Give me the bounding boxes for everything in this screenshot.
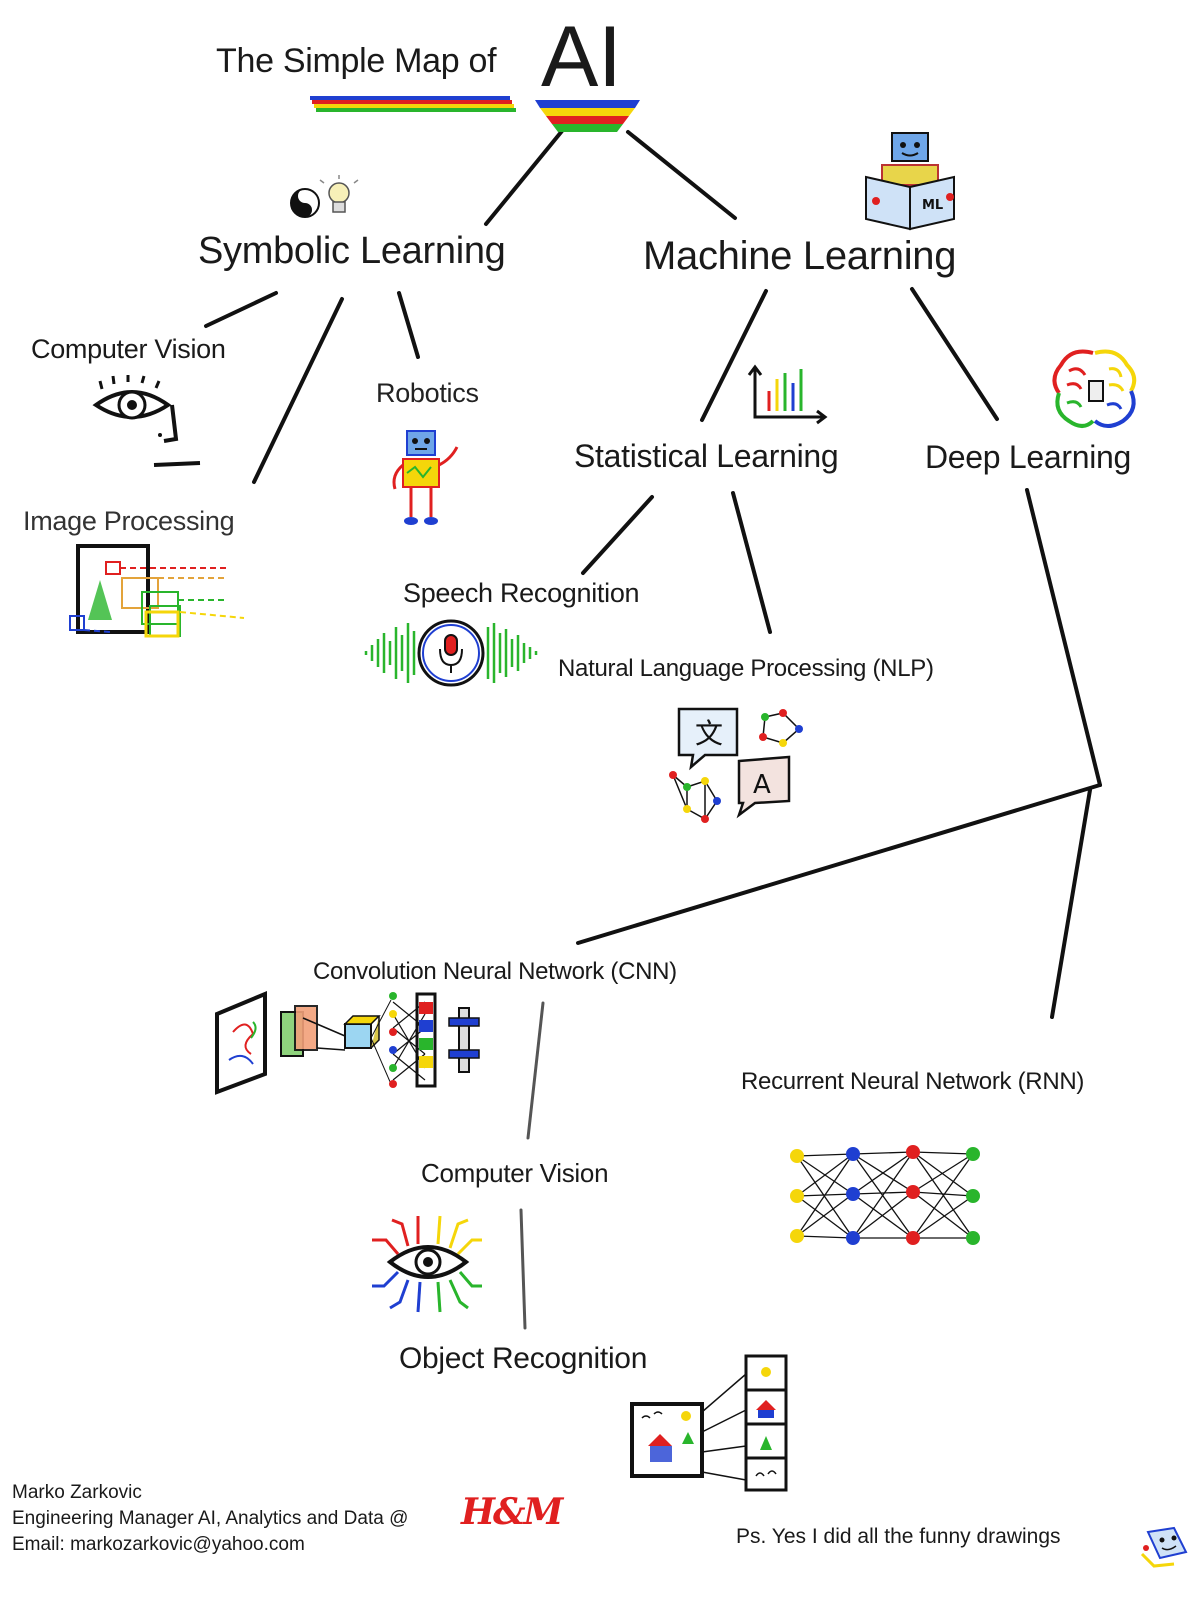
cnn-architecture-icon: [215, 991, 480, 1095]
company-logo-text: H&M: [461, 1491, 563, 1533]
node-nlp: Natural Language Processing (NLP): [558, 655, 934, 682]
colored-brain-icon: [1052, 349, 1137, 428]
neural-network-icon: [790, 1145, 980, 1245]
title-main: AI: [541, 9, 622, 105]
edge-symbolic-cv: [204, 291, 278, 328]
ml-book-label: ML: [922, 198, 943, 213]
node-robotics: Robotics: [376, 378, 479, 408]
edge-stat-nlp: [731, 491, 772, 634]
microphone-soundwave-icon: [364, 619, 538, 687]
node-machine-learning: Machine Learning: [643, 234, 957, 278]
edge-ml-stat: [700, 289, 768, 422]
edge-stat-speech: [581, 495, 654, 575]
drawings-note: Ps. Yes I did all the funny drawings: [736, 1525, 1061, 1548]
edge-symbolic-imgproc: [252, 297, 344, 484]
company-logo: H&M: [461, 1491, 563, 1533]
nlp-glyph-latin: A: [753, 770, 771, 800]
edge-ai-symbolic: [484, 129, 564, 226]
edge-branch-cnn: [576, 783, 1102, 945]
edge-ai-ml: [626, 130, 737, 220]
edge-symbolic-robotics: [397, 291, 420, 359]
node-rnn: Recurrent Neural Network (RNN): [741, 1068, 1085, 1095]
robot-icon: [392, 430, 459, 525]
author-name: Marko Zarkovic: [12, 1482, 142, 1503]
yin-yang-lightbulb-icon: [290, 175, 359, 218]
node-object-recognition: Object Recognition: [399, 1342, 648, 1375]
rainbow-underline-left: [310, 96, 516, 112]
author-role: Engineering Manager AI, Analytics and Da…: [12, 1508, 409, 1529]
edge-ml-deep: [910, 287, 999, 421]
translation-network-icon: 文 A: [669, 707, 803, 823]
node-image-processing: Image Processing: [23, 506, 235, 536]
edge-deep-branch: [1025, 488, 1102, 787]
title-prefix: The Simple Map of: [216, 42, 497, 80]
edge-cnn-cv: [526, 1001, 545, 1140]
node-statistical-learning: Statistical Learning: [574, 438, 839, 474]
author-email: Email: markozarkovic@yahoo.com: [12, 1534, 305, 1555]
edge-cv-objrec: [519, 1208, 527, 1330]
circuit-eye-icon: [372, 1215, 482, 1313]
object-recognition-icon: [630, 1354, 788, 1492]
node-symbolic-learning: Symbolic Learning: [198, 230, 506, 272]
nlp-glyph-chinese: 文: [695, 717, 723, 750]
node-computer-vision-bottom: Computer Vision: [421, 1158, 609, 1188]
small-robot-corner-icon: [1140, 1526, 1188, 1568]
image-processing-layers-icon: [69, 544, 245, 638]
edge-branch-rnn: [1050, 788, 1092, 1019]
bar-chart-icon: [747, 364, 828, 425]
node-computer-vision-top: Computer Vision: [31, 334, 226, 364]
robot-reading-ml-book-icon: ML: [865, 132, 955, 231]
node-speech-recognition: Speech Recognition: [403, 578, 640, 608]
node-cnn: Convolution Neural Network (CNN): [313, 958, 677, 985]
node-deep-learning: Deep Learning: [925, 439, 1132, 475]
rainbow-funnel: [535, 100, 640, 132]
face-eye-icon: [92, 375, 201, 467]
